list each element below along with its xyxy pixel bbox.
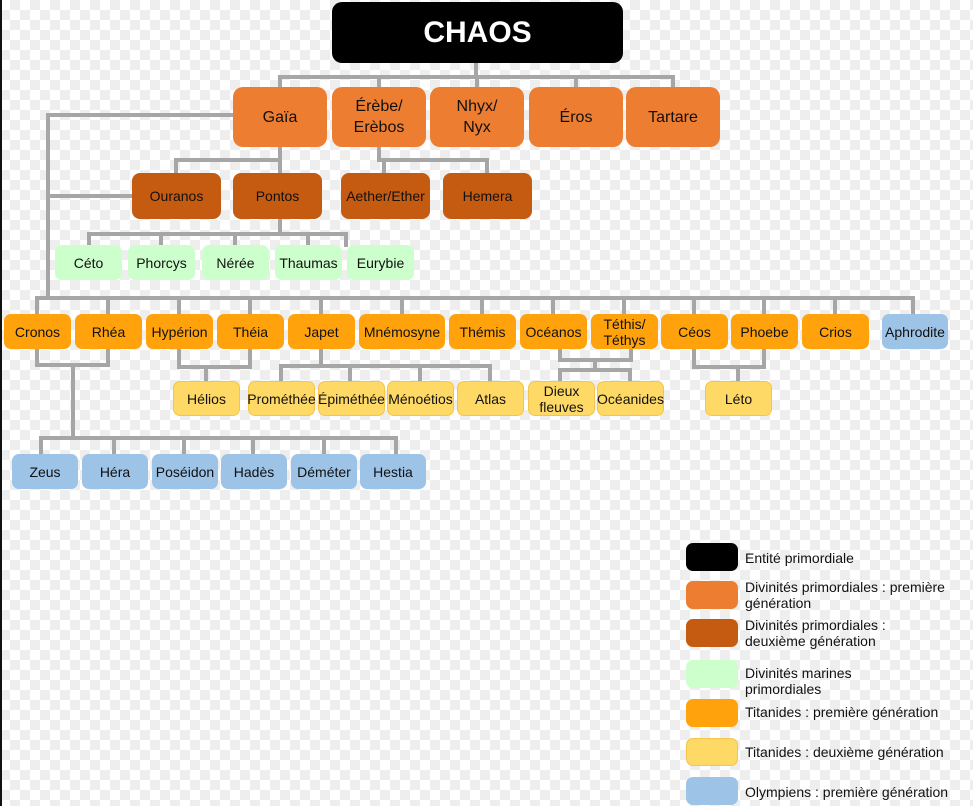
node-mnemosyne[interactable]: Mnémosyne: [359, 314, 445, 349]
node-oceanides[interactable]: Océanides: [597, 381, 664, 416]
node-ouranos[interactable]: Ouranos: [132, 173, 221, 219]
node-aphrodite[interactable]: Aphrodite: [882, 314, 948, 349]
node-eurybie[interactable]: Eurybie: [347, 245, 414, 280]
node-hera[interactable]: Héra: [82, 454, 148, 489]
node-phorcys[interactable]: Phorcys: [128, 245, 195, 280]
legend-label-primordial-second: Divinités primordiales : deuxième généra…: [745, 617, 886, 649]
node-epimethee[interactable]: Épiméthée: [318, 381, 385, 416]
node-tartare[interactable]: Tartare: [626, 87, 720, 147]
node-phoebe[interactable]: Phoebe: [731, 314, 798, 349]
node-ceos[interactable]: Céos: [661, 314, 728, 349]
legend-swatch-titan-first: [686, 699, 738, 727]
node-poseidon[interactable]: Poséidon: [152, 454, 218, 489]
node-rhea[interactable]: Rhéa: [75, 314, 142, 349]
node-japet[interactable]: Japet: [288, 314, 355, 349]
node-ceto[interactable]: Céto: [55, 245, 122, 280]
node-dieux-fleuves[interactable]: Dieux fleuves: [528, 381, 595, 416]
node-themis[interactable]: Thémis: [449, 314, 516, 349]
node-hemera[interactable]: Hemera: [443, 173, 532, 219]
legend-swatch-primordial-entity: [686, 543, 738, 571]
node-aether[interactable]: Aether/Ether: [341, 173, 430, 219]
legend-swatch-primordial-second: [686, 619, 738, 647]
legend-label-titan-second: Titanides : deuxième génération: [745, 744, 944, 760]
legend-label-marine: Divinités marines primordiales: [745, 665, 852, 697]
node-thaumas[interactable]: Thaumas: [275, 245, 342, 280]
node-promethee[interactable]: Prométhée: [247, 381, 316, 416]
legend-swatch-olympians: [686, 777, 738, 805]
legend-swatch-titan-second: [686, 738, 738, 766]
node-crios[interactable]: Crios: [802, 314, 869, 349]
legend-swatch-primordial-first: [686, 581, 738, 609]
node-menoetios[interactable]: Ménoétios: [387, 381, 454, 416]
node-tethys[interactable]: Téthis/ Téthys: [591, 314, 658, 349]
legend-label-olympians: Olympiens : première génération: [745, 784, 949, 800]
node-leto[interactable]: Léto: [705, 381, 772, 416]
left-frame-border: [0, 0, 2, 806]
legend-swatch-marine: [686, 660, 738, 688]
node-eros[interactable]: Éros: [529, 87, 623, 147]
node-demeter[interactable]: Déméter: [291, 454, 357, 489]
node-hyperion[interactable]: Hypérion: [146, 314, 213, 349]
node-theia[interactable]: Théia: [217, 314, 284, 349]
legend-label-primordial-entity: Entité primordiale: [745, 550, 854, 566]
node-hades[interactable]: Hadès: [221, 454, 287, 489]
node-oceanos[interactable]: Océanos: [520, 314, 587, 349]
node-nyx[interactable]: Nhyx/ Nyx: [430, 87, 524, 147]
legend-label-titan-first: Titanides : première génération: [745, 704, 939, 720]
node-pontos[interactable]: Pontos: [233, 173, 322, 219]
node-zeus[interactable]: Zeus: [12, 454, 78, 489]
legend-label-primordial-first: Divinités primordiales : première généra…: [745, 579, 945, 611]
node-chaos[interactable]: CHAOS: [332, 2, 623, 63]
node-cronos[interactable]: Cronos: [4, 314, 71, 349]
node-neree[interactable]: Nérée: [202, 245, 269, 280]
node-gaia[interactable]: Gaïa: [233, 87, 327, 147]
node-helios[interactable]: Hélios: [173, 381, 240, 416]
node-hestia[interactable]: Hestia: [360, 454, 426, 489]
node-erebe[interactable]: Érèbe/ Erèbos: [332, 87, 426, 147]
node-atlas[interactable]: Atlas: [457, 381, 524, 416]
